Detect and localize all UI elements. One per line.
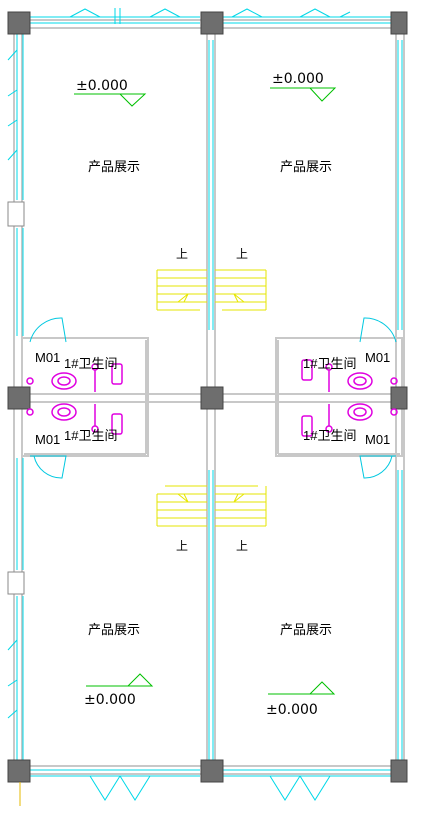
column (200, 759, 224, 783)
toilet-icon (111, 363, 123, 385)
stair-up-label: 上 (236, 539, 248, 553)
washbasin-icon (347, 372, 373, 390)
elevation-label: ±0.000 (76, 78, 128, 94)
elevation-symbol-icon (270, 87, 337, 102)
column (7, 386, 31, 410)
door-label: M01 (365, 350, 390, 365)
wall-openings (7, 201, 25, 595)
room-label: 产品展示 (88, 159, 140, 174)
elevation-label: ±0.000 (266, 702, 318, 718)
stairs (156, 269, 267, 527)
elevation-label: ±0.000 (84, 692, 136, 708)
room-label: 产品展示 (280, 622, 332, 637)
washbasin-icon (51, 372, 77, 390)
column (200, 386, 224, 410)
elevation-label: ±0.000 (272, 71, 324, 87)
room-label: 产品展示 (88, 622, 140, 637)
washbasin-icon (347, 403, 373, 421)
restroom-label: 1#卫生间 (303, 356, 356, 371)
column (7, 759, 31, 783)
toilet-icon (301, 359, 313, 381)
elevation-symbol-icon (268, 681, 336, 695)
room-label: 产品展示 (280, 159, 332, 174)
elevation-symbol-icon (74, 93, 147, 107)
elevation-markers (74, 87, 337, 695)
stair-up-label: 上 (176, 247, 188, 261)
column (390, 11, 408, 35)
stair-up-label: 上 (176, 539, 188, 553)
column (390, 386, 408, 410)
column (390, 759, 408, 783)
toilet-icon (111, 413, 123, 435)
restroom-label: 1#卫生间 (303, 428, 356, 443)
toilet-icon (301, 415, 313, 437)
windows (7, 8, 403, 801)
restroom-label: 1#卫生间 (64, 428, 117, 443)
columns (7, 11, 408, 783)
column (7, 11, 31, 35)
restroom-fixtures (26, 359, 398, 437)
stair-up-label: 上 (236, 247, 248, 261)
column (200, 11, 224, 35)
door-label: M01 (35, 350, 60, 365)
elevation-symbol-icon (86, 673, 154, 687)
washbasin-icon (51, 403, 77, 421)
restroom-label: 1#卫生间 (64, 356, 117, 371)
door-label: M01 (365, 432, 390, 447)
door-label: M01 (35, 432, 60, 447)
door-swings (29, 317, 397, 479)
